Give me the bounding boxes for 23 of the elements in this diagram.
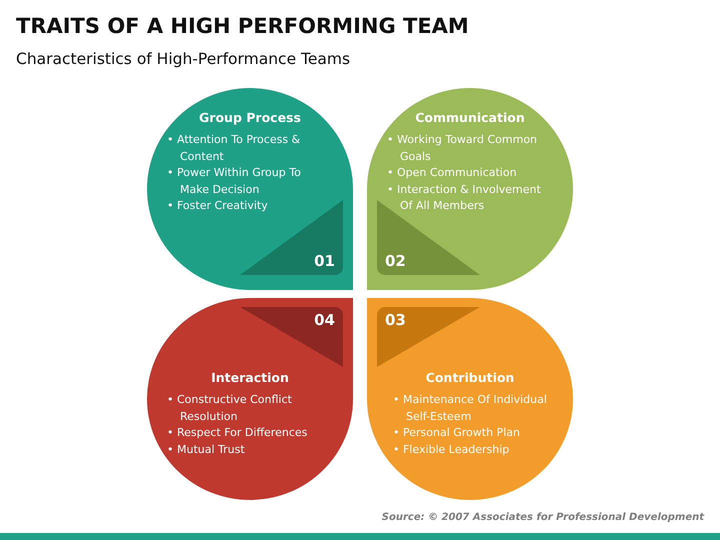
bullet-point: • Respect For Differences — [167, 425, 308, 441]
heading: Contribution — [424, 370, 516, 385]
heading: Group Process — [198, 110, 302, 125]
bullet-point: • Open Communication — [387, 165, 518, 181]
bullet-point: • Foster Creativity — [167, 198, 269, 214]
step-number: 01 — [314, 252, 335, 270]
title: TRAITS OF A HIGH PERFORMING TEAM — [16, 14, 469, 38]
bullet-point: • Maintenance Of Individual Self-Esteem — [393, 392, 548, 424]
bullet-point: • Interaction & Involvement Of All Members — [387, 182, 542, 214]
step-number: 03 — [385, 311, 406, 329]
bullet-point: • Attention To Process & Content — [167, 132, 302, 164]
bullet-point: • Flexible Leadership — [393, 442, 510, 458]
step-number: 02 — [385, 252, 406, 270]
bullet-point: • Power Within Group To Make Decision — [167, 165, 302, 198]
bullet-point: • Working Toward Common Goals — [387, 132, 538, 164]
subtitle: Characteristics of High-Performance Teams — [16, 50, 350, 68]
bullet-point: • Personal Growth Plan — [393, 425, 521, 441]
step-number: 04 — [314, 311, 335, 329]
heading: Communication — [414, 110, 526, 125]
heading: Interaction — [210, 370, 290, 385]
source-note: Source: © 2007 Associates for Professional Development — [382, 512, 704, 523]
bullet-point: • Mutual Trust — [167, 442, 246, 458]
bullet-point: • Constructive Conflict Resolution — [167, 392, 293, 424]
